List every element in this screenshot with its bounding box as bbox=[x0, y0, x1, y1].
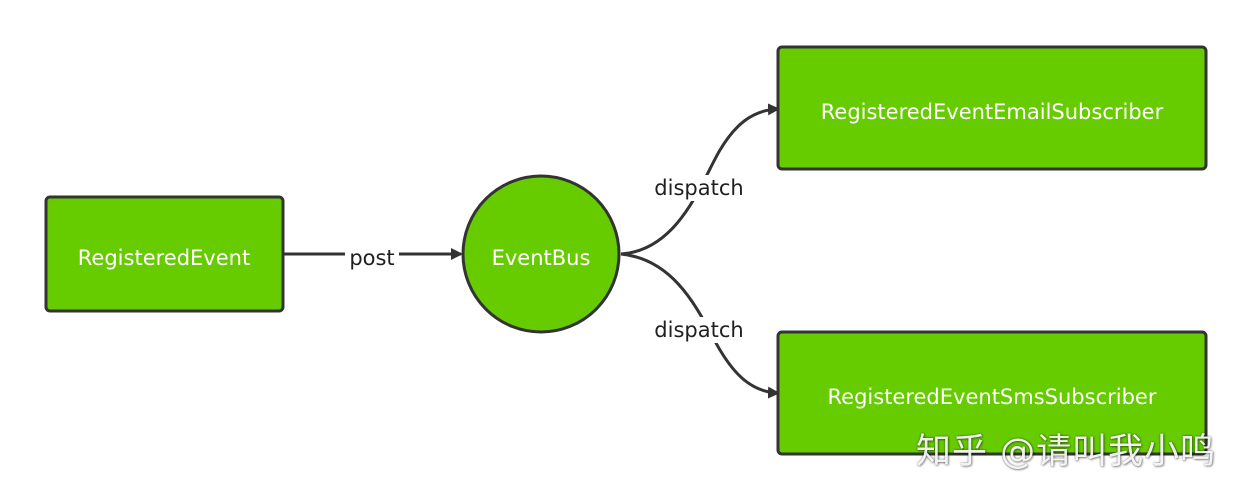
sms-subscriber-label: RegisteredEventSmsSubscriber bbox=[828, 385, 1157, 409]
dispatch-sms-label-bg bbox=[648, 317, 752, 343]
email-subscriber-node: RegisteredEventEmailSubscriber bbox=[776, 45, 1208, 171]
email-subscriber-label: RegisteredEventEmailSubscriber bbox=[821, 100, 1164, 124]
registered-event-label: RegisteredEvent bbox=[78, 246, 250, 270]
event-bus-label: EventBus bbox=[492, 246, 591, 270]
sms-subscriber-node: RegisteredEventSmsSubscriber bbox=[776, 330, 1208, 456]
post-label-bg bbox=[345, 242, 399, 268]
dispatch-email-label: dispatch bbox=[654, 176, 743, 200]
dispatch-email-arrow bbox=[620, 103, 780, 256]
dispatch-email-label-bg bbox=[648, 175, 752, 201]
post-label: post bbox=[349, 246, 394, 270]
event-bus-node: EventBus bbox=[461, 174, 621, 334]
watermark: 知乎 @请叫我小鸣 bbox=[916, 432, 1217, 472]
dispatch-sms-label: dispatch bbox=[654, 318, 743, 342]
registered-event-node: RegisteredEvent bbox=[44, 195, 285, 313]
